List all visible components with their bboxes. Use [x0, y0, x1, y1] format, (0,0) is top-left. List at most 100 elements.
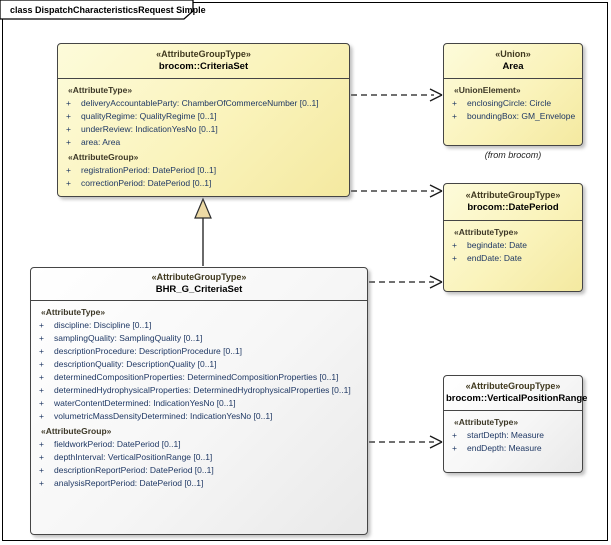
class-name: BHR_G_CriteriaSet: [155, 284, 243, 295]
attribute-text: waterContentDetermined: IndicationYesNo …: [54, 398, 236, 408]
visibility-public-symbol: +: [452, 430, 457, 440]
stereotype-row: «AttributeType»: [68, 85, 133, 95]
attribute-row: + samplingQuality: SamplingQuality [0..1]: [31, 332, 367, 345]
visibility-public-symbol: +: [39, 465, 44, 475]
visibility-public-symbol: +: [452, 98, 457, 108]
attribute-row: +underReview: IndicationYesNo [0..1]: [58, 123, 349, 136]
class-name: Area: [502, 61, 524, 72]
attribute-text: fieldworkPeriod: DatePeriod [0..1]: [54, 439, 181, 449]
stereotype-row: «AttributeGroup»: [68, 152, 139, 162]
attribute-text: startDepth: Measure: [467, 430, 545, 440]
attribute-text: qualityRegime: QualityRegime [0..1]: [81, 111, 217, 121]
attribute-text: enclosingCircle: Circle: [467, 98, 552, 108]
visibility-public-symbol: +: [39, 333, 44, 343]
attribute-text: determinedCompositionProperties: Determi…: [54, 372, 339, 382]
attribute-row: + volumetricMassDensityDetermined: Indica…: [31, 410, 367, 423]
attribute-row: + descriptionProcedure: DescriptionProced…: [31, 345, 367, 358]
attribute-row: +discipline: Discipline [0..1]: [31, 319, 367, 332]
attribute-text: endDepth: Measure: [467, 443, 542, 453]
visibility-public-symbol: +: [39, 452, 44, 462]
class-box-criteriaset[interactable]: «AttributeGroupType» brocom::CriteriaSet…: [57, 43, 350, 197]
visibility-public-symbol: +: [39, 398, 44, 408]
attribute-text: discipline: Discipline [0..1]: [54, 320, 152, 330]
attribute-row: +deliveryAccountableParty: ChamberOfComm…: [58, 97, 349, 110]
class-stereotype: «AttributeGroupType»: [156, 49, 251, 59]
class-stereotype: «Union»: [495, 49, 531, 59]
visibility-public-symbol: +: [39, 372, 44, 382]
visibility-public-symbol: +: [39, 411, 44, 421]
attribute-text: descriptionReportPeriod: DatePeriod [0..…: [54, 465, 214, 475]
attribute-text: deliveryAccountableParty: ChamberOfComme…: [81, 98, 319, 108]
attribute-row: + boundingBox: GM_Envelope: [444, 110, 582, 123]
stereotype-row: «AttributeGroup»: [41, 426, 112, 436]
visibility-public-symbol: +: [39, 439, 44, 449]
attribute-row: + waterContentDetermined: IndicationYesNo…: [31, 397, 367, 410]
area-origin-note: (from brocom): [484, 150, 542, 160]
attribute-text: boundingBox: GM_Envelope: [467, 111, 576, 121]
attribute-row: + area: Area: [58, 136, 349, 149]
attribute-text: samplingQuality: SamplingQuality [0..1]: [54, 333, 203, 343]
visibility-public-symbol: +: [452, 253, 457, 263]
attribute-text: begindate: Date: [467, 240, 528, 250]
class-header: «AttributeGroupType» brocom::DatePeriod: [444, 184, 582, 221]
attribute-text: analysisReportPeriod: DatePeriod [0..1]: [54, 478, 204, 488]
class-box-dateperiod[interactable]: «AttributeGroupType» brocom::DatePeriod …: [443, 183, 583, 292]
attribute-row: + enclosingCircle: Circle: [444, 97, 582, 110]
class-attributes: «AttributeType»+discipline: Discipline […: [31, 301, 367, 534]
attribute-text: descriptionQuality: DescriptionQuality […: [54, 359, 217, 369]
class-stereotype: «AttributeGroupType»: [465, 190, 561, 200]
stereotype-row: «UnionElement»: [454, 85, 521, 95]
visibility-public-symbol: +: [452, 240, 457, 250]
stereotype-row: «AttributeType»: [454, 417, 519, 427]
class-attributes: «AttributeType» + begindate: Date + endDate:…: [444, 221, 582, 291]
visibility-public-symbol: +: [66, 111, 71, 121]
stereotype-row: «AttributeType»: [41, 307, 106, 317]
attribute-row: + begindate: Date: [444, 239, 582, 252]
attribute-row: + determinedHydrophysicalProperties: Dete…: [31, 384, 367, 397]
attribute-row: +registrationPeriod: DatePeriod [0..1]: [58, 164, 349, 177]
attribute-row: + fieldworkPeriod: DatePeriod [0..1]: [31, 438, 367, 451]
class-stereotype: «AttributeGroupType»: [151, 272, 247, 282]
visibility-public-symbol: +: [39, 385, 44, 395]
visibility-public-symbol: +: [66, 165, 71, 175]
class-stereotype: «AttributeGroupType»: [465, 381, 561, 391]
visibility-public-symbol: +: [39, 359, 44, 369]
attribute-row: + depthInterval: VerticalPositionRange [0…: [31, 451, 367, 464]
class-header: «AttributeGroupType» brocom::VerticalPos…: [444, 376, 588, 411]
attribute-row: + descriptionQuality: DescriptionQuality …: [31, 358, 367, 371]
attribute-row: + determinedCompositionProperties: Determ…: [31, 371, 367, 384]
class-name: brocom::VerticalPositionRange: [446, 393, 588, 404]
class-box-area[interactable]: «Union» Area «UnionElement» + enclosingCir…: [443, 43, 583, 146]
visibility-public-symbol: +: [66, 124, 71, 134]
attribute-row: +analysisReportPeriod: DatePeriod [0..1]: [31, 477, 367, 490]
attribute-row: + descriptionReportPeriod: DatePeriod [0.…: [31, 464, 367, 477]
attribute-text: depthInterval: VerticalPositionRange [0.…: [54, 452, 213, 462]
attribute-text: endDate: Date: [467, 253, 522, 263]
attribute-row: + correctionPeriod: DatePeriod [0..1]: [58, 177, 349, 190]
class-header: «AttributeGroupType» BHR_G_CriteriaSet: [31, 268, 367, 301]
class-attributes: «AttributeType» + startDepth: Measure + endD…: [444, 411, 582, 472]
visibility-public-symbol: +: [39, 346, 44, 356]
visibility-public-symbol: +: [452, 111, 457, 121]
visibility-public-symbol: +: [452, 443, 457, 453]
attribute-row: + endDate: Date: [444, 252, 582, 265]
attribute-row: + startDepth: Measure: [444, 429, 582, 442]
attribute-text: area: Area: [81, 137, 121, 147]
attribute-text: determinedHydrophysicalProperties: Deter…: [54, 385, 351, 395]
class-header: «Union» Area: [444, 44, 582, 79]
visibility-public-symbol: +: [66, 178, 71, 188]
attribute-text: descriptionProcedure: DescriptionProcedu…: [54, 346, 243, 356]
class-attributes: «UnionElement» + enclosingCircle: Circle + b…: [444, 79, 582, 145]
class-box-bhr-g-criteriaset[interactable]: «AttributeGroupType» BHR_G_CriteriaSet «…: [30, 267, 368, 535]
attribute-text: volumetricMassDensityDetermined: Indicat…: [54, 411, 273, 421]
class-header: «AttributeGroupType» brocom::CriteriaSet: [58, 44, 349, 79]
class-attributes: «AttributeType»+deliveryAccountableParty…: [58, 79, 349, 196]
class-box-verticalpositionrange[interactable]: «AttributeGroupType» brocom::VerticalPos…: [443, 375, 588, 473]
visibility-public-symbol: +: [66, 137, 71, 147]
attribute-row: + endDepth: Measure: [444, 442, 582, 455]
class-name: brocom::DatePeriod: [467, 202, 559, 213]
stereotype-row: «AttributeType»: [454, 227, 519, 237]
attribute-text: correctionPeriod: DatePeriod [0..1]: [81, 178, 212, 188]
diagram-title: class DispatchCharacteristicsRequest Sim…: [10, 5, 206, 15]
